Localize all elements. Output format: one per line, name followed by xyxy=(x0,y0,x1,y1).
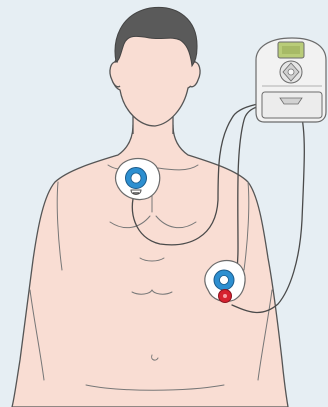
device-port xyxy=(280,98,302,104)
electrode-center xyxy=(131,173,141,183)
electrode-snap xyxy=(131,190,141,195)
keypad-icon xyxy=(280,61,302,83)
holter-monitor-icon xyxy=(256,38,326,122)
device-base xyxy=(262,92,322,118)
